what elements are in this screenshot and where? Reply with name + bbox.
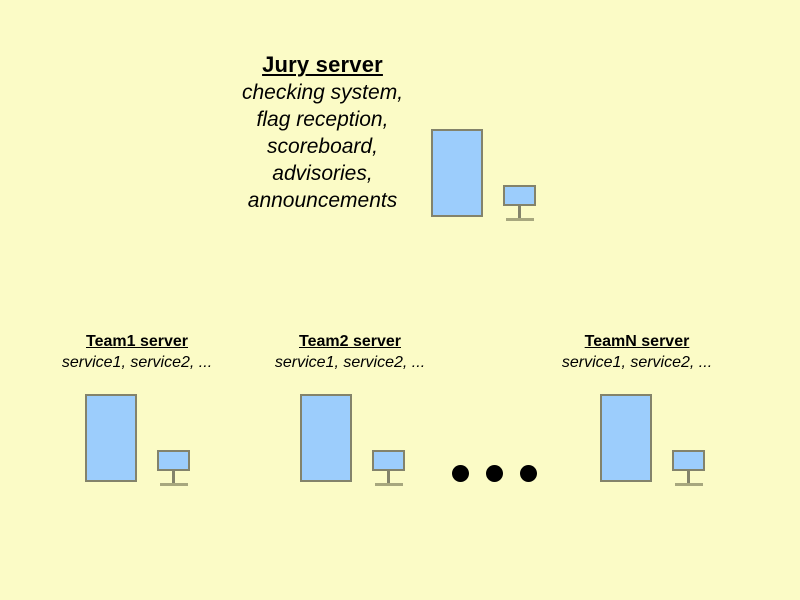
monitor-stem-icon bbox=[518, 206, 521, 219]
team2-server-computer-icon bbox=[300, 394, 405, 489]
jury-description-line-3: scoreboard, bbox=[267, 135, 378, 158]
team2-server-caption: Team2 server service1, service2, ... bbox=[220, 331, 480, 373]
team1-services: service1, service2, ... bbox=[61, 354, 213, 371]
team1-server-caption: Team1 server service1, service2, ... bbox=[7, 331, 267, 373]
computer-tower-icon bbox=[85, 394, 137, 482]
team2-server-title: Team2 server bbox=[299, 333, 401, 350]
computer-tower-icon bbox=[300, 394, 352, 482]
teamn-server-title: TeamN server bbox=[584, 333, 690, 350]
team1-server-computer-icon bbox=[85, 394, 190, 489]
jury-description-line-5: announcements bbox=[247, 189, 398, 212]
ellipsis-dot bbox=[452, 465, 469, 482]
teamn-services: service1, service2, ... bbox=[561, 354, 713, 371]
monitor-base-icon bbox=[375, 483, 403, 486]
team2-services: service1, service2, ... bbox=[274, 354, 426, 371]
monitor-stem-icon bbox=[687, 471, 690, 484]
computer-monitor-icon bbox=[503, 185, 536, 206]
jury-description-line-2: flag reception, bbox=[256, 108, 389, 131]
ellipsis-dot bbox=[486, 465, 503, 482]
jury-server-computer-icon bbox=[431, 129, 536, 224]
jury-description-line-1: checking system, bbox=[241, 81, 404, 104]
monitor-stem-icon bbox=[387, 471, 390, 484]
monitor-base-icon bbox=[675, 483, 703, 486]
monitor-stem-icon bbox=[172, 471, 175, 484]
ellipsis-dot bbox=[520, 465, 537, 482]
team1-server-title: Team1 server bbox=[86, 333, 188, 350]
computer-monitor-icon bbox=[672, 450, 705, 471]
computer-monitor-icon bbox=[372, 450, 405, 471]
monitor-base-icon bbox=[160, 483, 188, 486]
monitor-base-icon bbox=[506, 218, 534, 221]
jury-server-caption: Jury server checking system, flag recept… bbox=[155, 50, 490, 214]
jury-server-title: Jury server bbox=[262, 52, 383, 77]
teamn-server-caption: TeamN server service1, service2, ... bbox=[507, 331, 767, 373]
computer-monitor-icon bbox=[157, 450, 190, 471]
teamn-server-computer-icon bbox=[600, 394, 705, 489]
ellipsis-dots bbox=[452, 465, 537, 482]
computer-tower-icon bbox=[431, 129, 483, 217]
jury-description-line-4: advisories, bbox=[272, 162, 373, 185]
computer-tower-icon bbox=[600, 394, 652, 482]
